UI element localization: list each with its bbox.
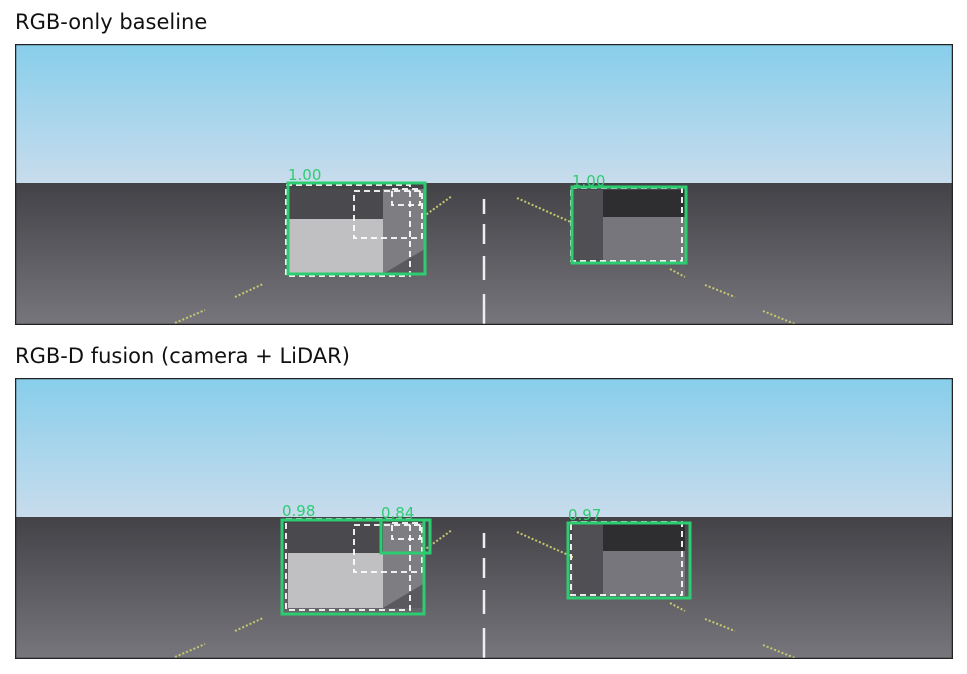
car-left [288,523,425,608]
car-right [573,524,685,596]
detection-box [379,518,432,555]
detection-box [566,521,692,600]
detection-score: 1.00 [288,166,321,184]
scene-panel-rgbd: 0.98 0.84 0.97 [15,378,953,659]
detection-box [286,181,427,276]
detection-box [280,518,426,616]
scene-image-rgb: 1.00 1.00 [15,44,953,325]
detection-score: 1.00 [572,172,605,190]
detection-score: 0.84 [381,504,414,522]
detection-box [570,185,688,265]
detection-score: 0.98 [282,502,315,520]
scene-panel-rgb: 1.00 1.00 [15,44,953,325]
sky [15,44,953,183]
panel-title-rgbd: RGB-D fusion (camera + LiDAR) [15,344,350,368]
detection-score: 0.97 [568,506,601,524]
panel-title-rgb: RGB-only baseline [15,10,208,34]
lidar-points [174,529,796,659]
scene-image-rgbd: 0.98 0.84 0.97 [15,378,953,659]
sky [15,378,953,517]
car-right [573,190,685,262]
car-left [288,189,425,274]
